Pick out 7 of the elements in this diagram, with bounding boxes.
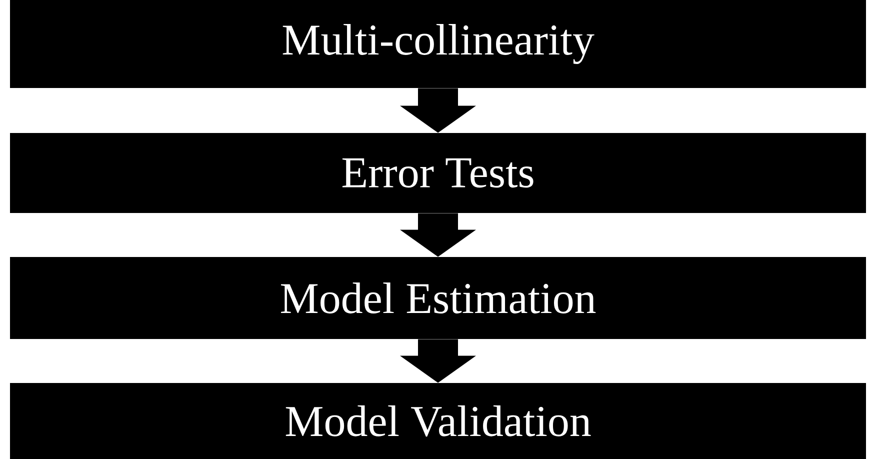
block-arrow bbox=[400, 88, 476, 133]
process-box: Error Tests bbox=[10, 133, 866, 213]
block-arrow bbox=[400, 339, 476, 383]
process-box: Model Estimation bbox=[10, 257, 866, 339]
process-box: Multi-collinearity bbox=[10, 0, 866, 88]
process-box: Model Validation bbox=[10, 383, 866, 459]
block-arrow bbox=[400, 213, 476, 257]
